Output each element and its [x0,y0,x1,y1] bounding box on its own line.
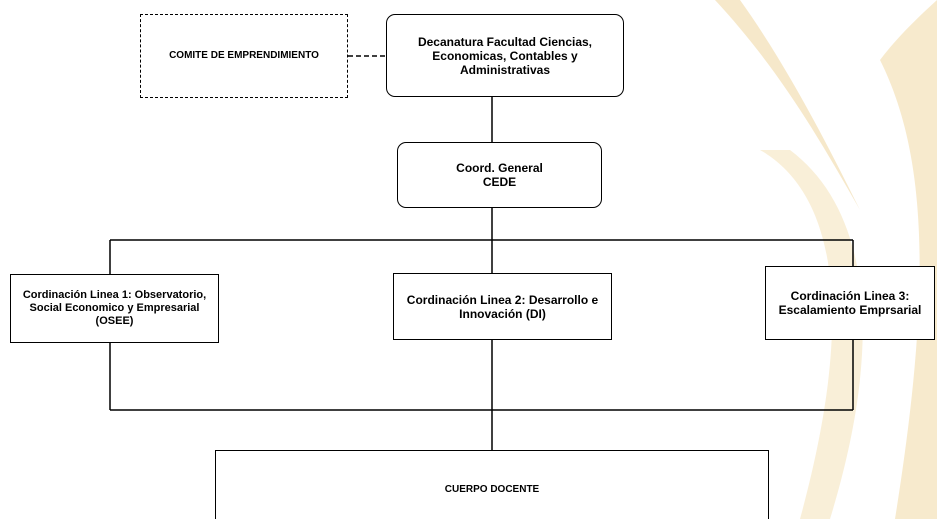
committee-box: COMITE DE EMPRENDIMIENTO [140,14,348,98]
committee-label: COMITE DE EMPRENDIMIENTO [169,50,319,61]
coordination-line-2: CEDE [482,175,517,189]
deanery-label: Decanatura Facultad Ciencias, Economicas… [417,34,593,77]
line1-label: Cordinación Linea 1: Observatorio, Socia… [22,289,207,327]
line3-box: Cordinación Linea 3: Escalamiento Emprsa… [765,266,935,340]
line2-box: Cordinación Linea 2: Desarrollo e Innova… [393,273,612,340]
faculty-box: CUERPO DOCENTE [215,450,769,519]
coordination-line-1: Coord. General [456,161,543,175]
line2-label: Cordinación Linea 2: Desarrollo e Innova… [406,292,599,321]
line3-label: Cordinación Linea 3: Escalamiento Emprsa… [778,289,922,317]
line1-box: Cordinación Linea 1: Observatorio, Socia… [10,274,219,343]
coordination-box: Coord. General CEDE [397,142,602,208]
faculty-label: CUERPO DOCENTE [444,484,540,495]
deanery-box: Decanatura Facultad Ciencias, Economicas… [386,14,624,97]
